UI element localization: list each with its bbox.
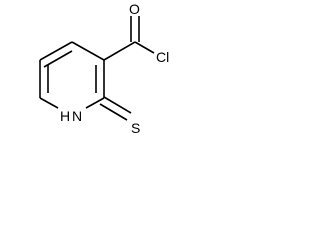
molecule-drawing: O Cl H N S — [39, 1, 169, 136]
atom-sulfur-label: S — [131, 120, 140, 136]
bond-n1-c6 — [39, 97, 59, 109]
bond-c4-c5-inner — [43, 50, 73, 68]
bond-c2-n1 — [85, 97, 105, 109]
atom-chlorine-label: Cl — [156, 49, 169, 65]
bond-carbonyl-cl — [134, 41, 155, 54]
bond-c4-c3 — [71, 41, 105, 61]
bond-c2-s-a — [99, 103, 128, 121]
bond-c3-carbonyl — [103, 41, 136, 61]
atom-nitrogen-label: N — [72, 108, 82, 124]
bond-c2-s-b — [103, 96, 132, 114]
structure-diagram: O Cl H N S — [0, 0, 180, 181]
bond-c4-c5 — [39, 41, 73, 61]
atom-hydrogen-label: H — [60, 108, 70, 124]
atom-oxygen-label: O — [129, 1, 140, 17]
